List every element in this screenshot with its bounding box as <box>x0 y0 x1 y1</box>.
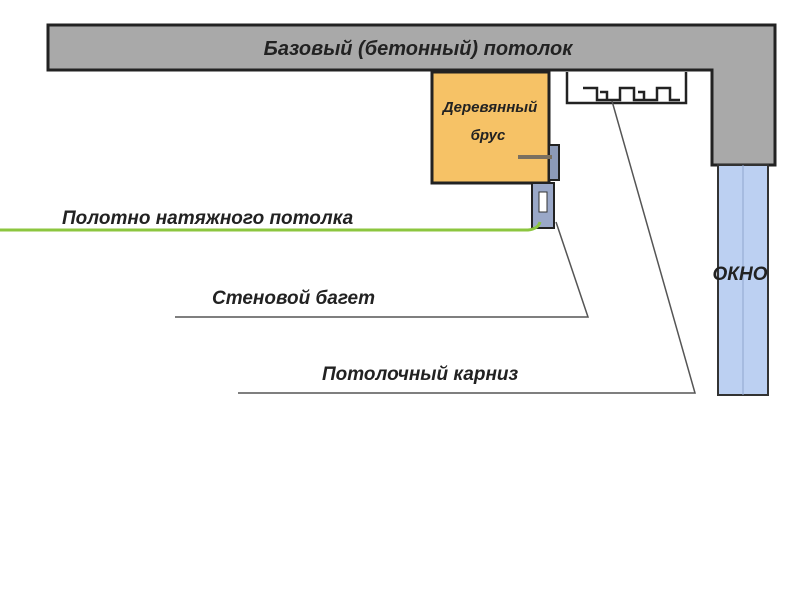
window-label: ОКНО <box>713 264 768 285</box>
ceiling-cornice-leader <box>238 100 696 394</box>
ceiling-label: Базовый (бетонный) потолок <box>264 38 574 60</box>
beam-label-line1: Деревянный <box>441 99 537 116</box>
wall-baguette-profile <box>518 144 560 229</box>
wall-baguette-label: Стеновой багет <box>212 288 375 309</box>
canvas-label: Полотно натяжного потолка <box>62 208 354 229</box>
ceiling-cornice-profile <box>565 72 688 105</box>
ceiling-cornice-label: Потолочный карниз <box>322 364 519 385</box>
wooden-beam <box>430 70 551 185</box>
wall-baguette-leader <box>175 221 590 318</box>
stretch-canvas-line <box>0 221 542 232</box>
concrete-ceiling <box>46 23 777 167</box>
beam-label-line2: брус <box>471 127 506 144</box>
